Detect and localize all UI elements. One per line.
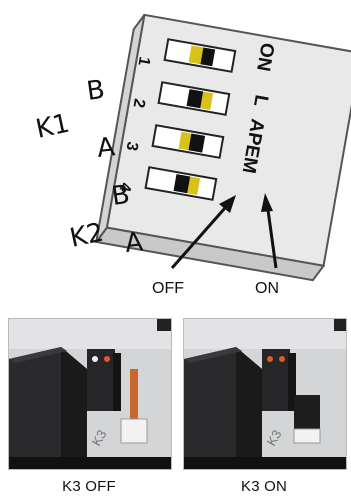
label-k2: K2 <box>67 218 106 254</box>
brand-label-on: ON <box>252 41 278 73</box>
label-a-lower: A <box>124 227 145 259</box>
switch-4 <box>144 166 218 201</box>
switch-1 <box>163 38 237 73</box>
label-k1: K1 <box>33 109 72 145</box>
on-arrow <box>261 193 278 269</box>
pcb-label-on: K3 <box>264 427 285 448</box>
switch-number-1: 1 <box>134 55 152 67</box>
label-b-upper: B <box>85 75 107 107</box>
switch-number-3: 3 <box>122 140 140 152</box>
switch-number-2: 2 <box>129 97 147 109</box>
label-b-lower: B <box>110 180 132 212</box>
switch-3 <box>151 124 225 159</box>
switch-number-4: 4 <box>115 181 133 193</box>
dip-switch-diagram: ON L APEM 1 2 3 4 B K1 A B K2 A OFF ON <box>33 13 351 297</box>
dip-switch-body <box>94 13 351 282</box>
on-label: ON <box>255 280 279 297</box>
k3-off-caption: K3 OFF <box>62 478 116 495</box>
pcb-label-off: K3 <box>89 427 110 448</box>
label-a-upper: A <box>96 132 117 164</box>
brand-label-l: L <box>249 93 272 108</box>
k3-off-photo: K3 <box>8 318 172 470</box>
k3-on-photo: K3 <box>183 318 347 470</box>
switch-2 <box>157 81 231 116</box>
k3-on-caption: K3 ON <box>240 478 287 495</box>
off-arrow <box>170 195 236 269</box>
off-label: OFF <box>152 280 184 297</box>
